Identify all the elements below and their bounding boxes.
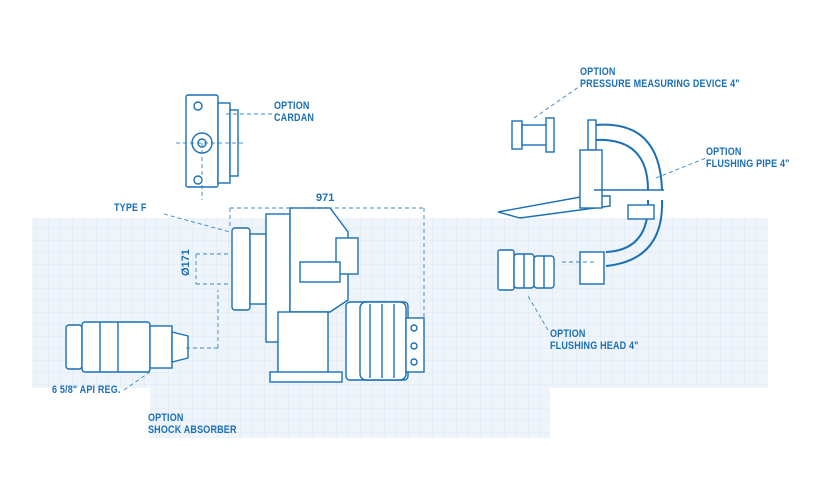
label-api-reg: 6 5/8" API REG.: [52, 384, 121, 396]
label-shock-line2: SHOCK ABSORBER: [148, 424, 237, 436]
label-cardan-line2: CARDAN: [274, 112, 315, 124]
flushing-head-part: [497, 249, 555, 291]
flushing-pipe-part: [497, 117, 664, 285]
shock-absorber-part: [65, 321, 189, 373]
cardan-part: [176, 94, 246, 188]
dimension-lines: [123, 85, 707, 391]
label-option-flushing-head: OPTION FLUSHING HEAD 4": [550, 328, 639, 352]
label-cardan-line1: OPTION: [274, 100, 310, 112]
label-option-shock-absorber: OPTION SHOCK ABSORBER: [148, 412, 237, 436]
label-option-pressure: OPTION PRESSURE MEASURING DEVICE 4": [580, 66, 740, 90]
label-option-cardan: OPTION CARDAN: [274, 100, 314, 124]
top-drive-assembly: [231, 207, 425, 383]
label-pressure-line1: OPTION: [580, 66, 616, 78]
label-option-flushing-pipe: OPTION FLUSHING PIPE 4": [706, 146, 790, 170]
label-pressure-line2: PRESSURE MEASURING DEVICE 4": [580, 78, 740, 90]
label-type-f: TYPE F: [114, 202, 147, 214]
label-flushing-pipe-line1: OPTION: [706, 146, 742, 158]
label-flushing-head-line1: OPTION: [550, 328, 586, 340]
dimension-971: 971: [316, 192, 335, 204]
label-flushing-head-line2: FLUSHING HEAD 4": [550, 340, 639, 352]
label-flushing-pipe-line2: FLUSHING PIPE 4": [706, 158, 790, 170]
label-shock-line1: OPTION: [148, 412, 184, 424]
dimension-diameter-171: Ø171: [180, 249, 192, 276]
